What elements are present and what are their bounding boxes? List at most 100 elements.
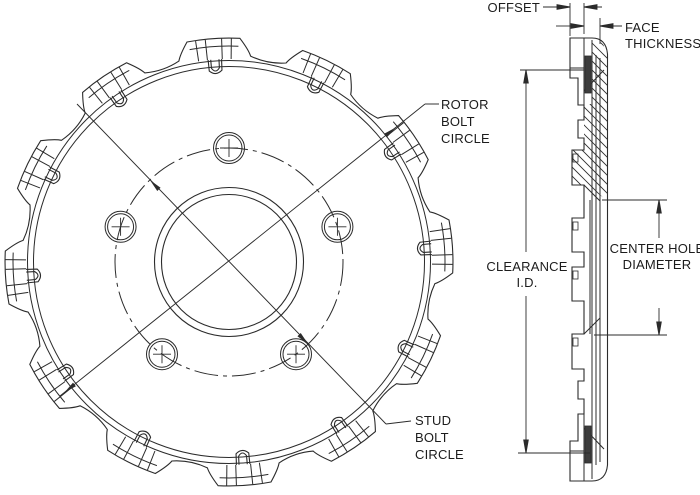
- tab-step-arc: [392, 121, 422, 163]
- hat-outer-edge: [4, 37, 454, 487]
- drawing-line: [355, 420, 369, 437]
- drawing-line: [430, 237, 452, 241]
- stud-label-leader: [385, 420, 412, 425]
- drawing-line: [36, 147, 55, 160]
- drawing-line: [6, 283, 28, 287]
- drawing-line: [7, 291, 29, 296]
- stud-hole-inner: [215, 134, 243, 162]
- rotor-bolt-slot: [56, 363, 75, 382]
- tab-step-arc: [189, 45, 239, 51]
- label-rotor-bolt-circle: ROTOR BOLT CIRCLE: [441, 96, 490, 147]
- rotor-bolt-slot: [43, 166, 61, 185]
- center-hole-outer: [153, 186, 305, 338]
- arrowhead: [583, 4, 598, 10]
- drawing-line: [38, 368, 57, 381]
- hat-rim-circle-inner: [33, 66, 425, 458]
- drawing-line: [114, 436, 127, 455]
- arrowhead: [523, 439, 529, 454]
- tab-step-arc: [410, 333, 434, 379]
- pad-notch: [572, 270, 579, 280]
- tab-step-arc: [12, 252, 18, 302]
- tab-step-arc: [440, 222, 446, 272]
- arrowhead: [297, 333, 309, 344]
- drawing-line: [331, 69, 344, 88]
- front-view: [4, 37, 454, 487]
- drive-tab-detail: [328, 416, 370, 457]
- drawing-line: [24, 170, 44, 181]
- stud-hole: [145, 338, 178, 371]
- tab-step-arc: [36, 361, 66, 403]
- drawing-line: [5, 268, 27, 270]
- stud-hole: [321, 210, 354, 243]
- drive-tab-detail: [5, 252, 42, 302]
- drawing-line: [54, 388, 71, 402]
- stud-hole-inner: [282, 340, 310, 368]
- rotor-bolt-slot: [210, 59, 220, 72]
- rotor-bolt-slot: [207, 59, 223, 75]
- pad-notch: [572, 337, 579, 347]
- drawing-line: [392, 129, 410, 143]
- rotor-bolt-slot: [386, 144, 400, 158]
- rotor-bolt-slot: [44, 168, 58, 181]
- label-center-hole-line1: CENTER HOLE: [609, 241, 700, 256]
- arrowhead: [556, 4, 571, 10]
- stud-hole-inner: [323, 213, 351, 241]
- drawing-line: [310, 57, 321, 77]
- rotor-bolt-slot: [330, 416, 349, 435]
- drawing-line: [110, 71, 123, 90]
- drawing-line: [31, 156, 51, 167]
- drawing-line: [348, 425, 362, 443]
- pad-notch: [572, 153, 579, 163]
- drawing-line: [403, 364, 422, 377]
- rotor-bolt-slot: [419, 243, 432, 253]
- drawing-line: [302, 53, 312, 74]
- drive-tab-detail: [300, 53, 346, 94]
- label-clearance-line2: I.D.: [516, 275, 538, 290]
- drawing-line: [123, 440, 134, 460]
- label-face-thickness: FACE THICKNESS: [625, 20, 700, 52]
- drive-tab-detail: [34, 361, 75, 403]
- drawing-line: [221, 38, 223, 60]
- drawing-line: [96, 81, 110, 99]
- tab-step-arc: [328, 425, 370, 455]
- drive-tab-detail: [20, 145, 61, 191]
- drawing-line: [258, 462, 263, 484]
- drawing-line: [118, 67, 130, 86]
- drive-tab-detail: [397, 333, 438, 379]
- rotor-bolt-slot: [58, 366, 72, 380]
- drawing-line: [20, 179, 41, 189]
- label-offset: OFFSET: [487, 0, 540, 15]
- rotor-bolt-slot: [306, 76, 325, 94]
- stud-hole: [213, 132, 245, 164]
- tab-step-arc: [112, 443, 158, 467]
- arrowhead: [570, 23, 585, 29]
- stud-hole-outer: [213, 132, 245, 164]
- stud-hole-inner: [107, 213, 135, 241]
- rotor-bolt-circle-line: [59, 103, 426, 397]
- rotor-bolt-slot: [238, 452, 248, 465]
- drawing-line: [335, 434, 348, 453]
- label-stud-line1: STUD: [415, 413, 452, 428]
- rotor-bolt-slot: [333, 419, 347, 433]
- drive-tab-detail: [219, 449, 269, 486]
- stud-hole-outer: [321, 210, 354, 243]
- drive-tab-detail: [88, 67, 130, 108]
- drawing-line: [34, 361, 53, 373]
- stud-hole: [280, 338, 313, 371]
- drive-tab-detail: [416, 222, 453, 272]
- diameter-lines: [59, 103, 439, 425]
- label-clearance-id: CLEARANCE I.D.: [482, 259, 572, 291]
- drawing-line: [48, 381, 66, 395]
- rotor-bolt-slot: [397, 339, 415, 358]
- stud-hole-outer: [104, 210, 137, 243]
- pad-notch: [572, 221, 579, 231]
- label-rotor-line3: CIRCLE: [441, 131, 490, 146]
- drawing-line: [401, 143, 420, 156]
- stud-hole-inner: [148, 340, 176, 368]
- label-rotor-line2: BOLT: [441, 114, 475, 129]
- stud-hole-outer: [280, 338, 313, 371]
- rotor-bolt-slot: [383, 142, 402, 161]
- label-center-hole-diameter: CENTER HOLE DIAMETER: [607, 241, 700, 273]
- arrowhead: [523, 69, 529, 84]
